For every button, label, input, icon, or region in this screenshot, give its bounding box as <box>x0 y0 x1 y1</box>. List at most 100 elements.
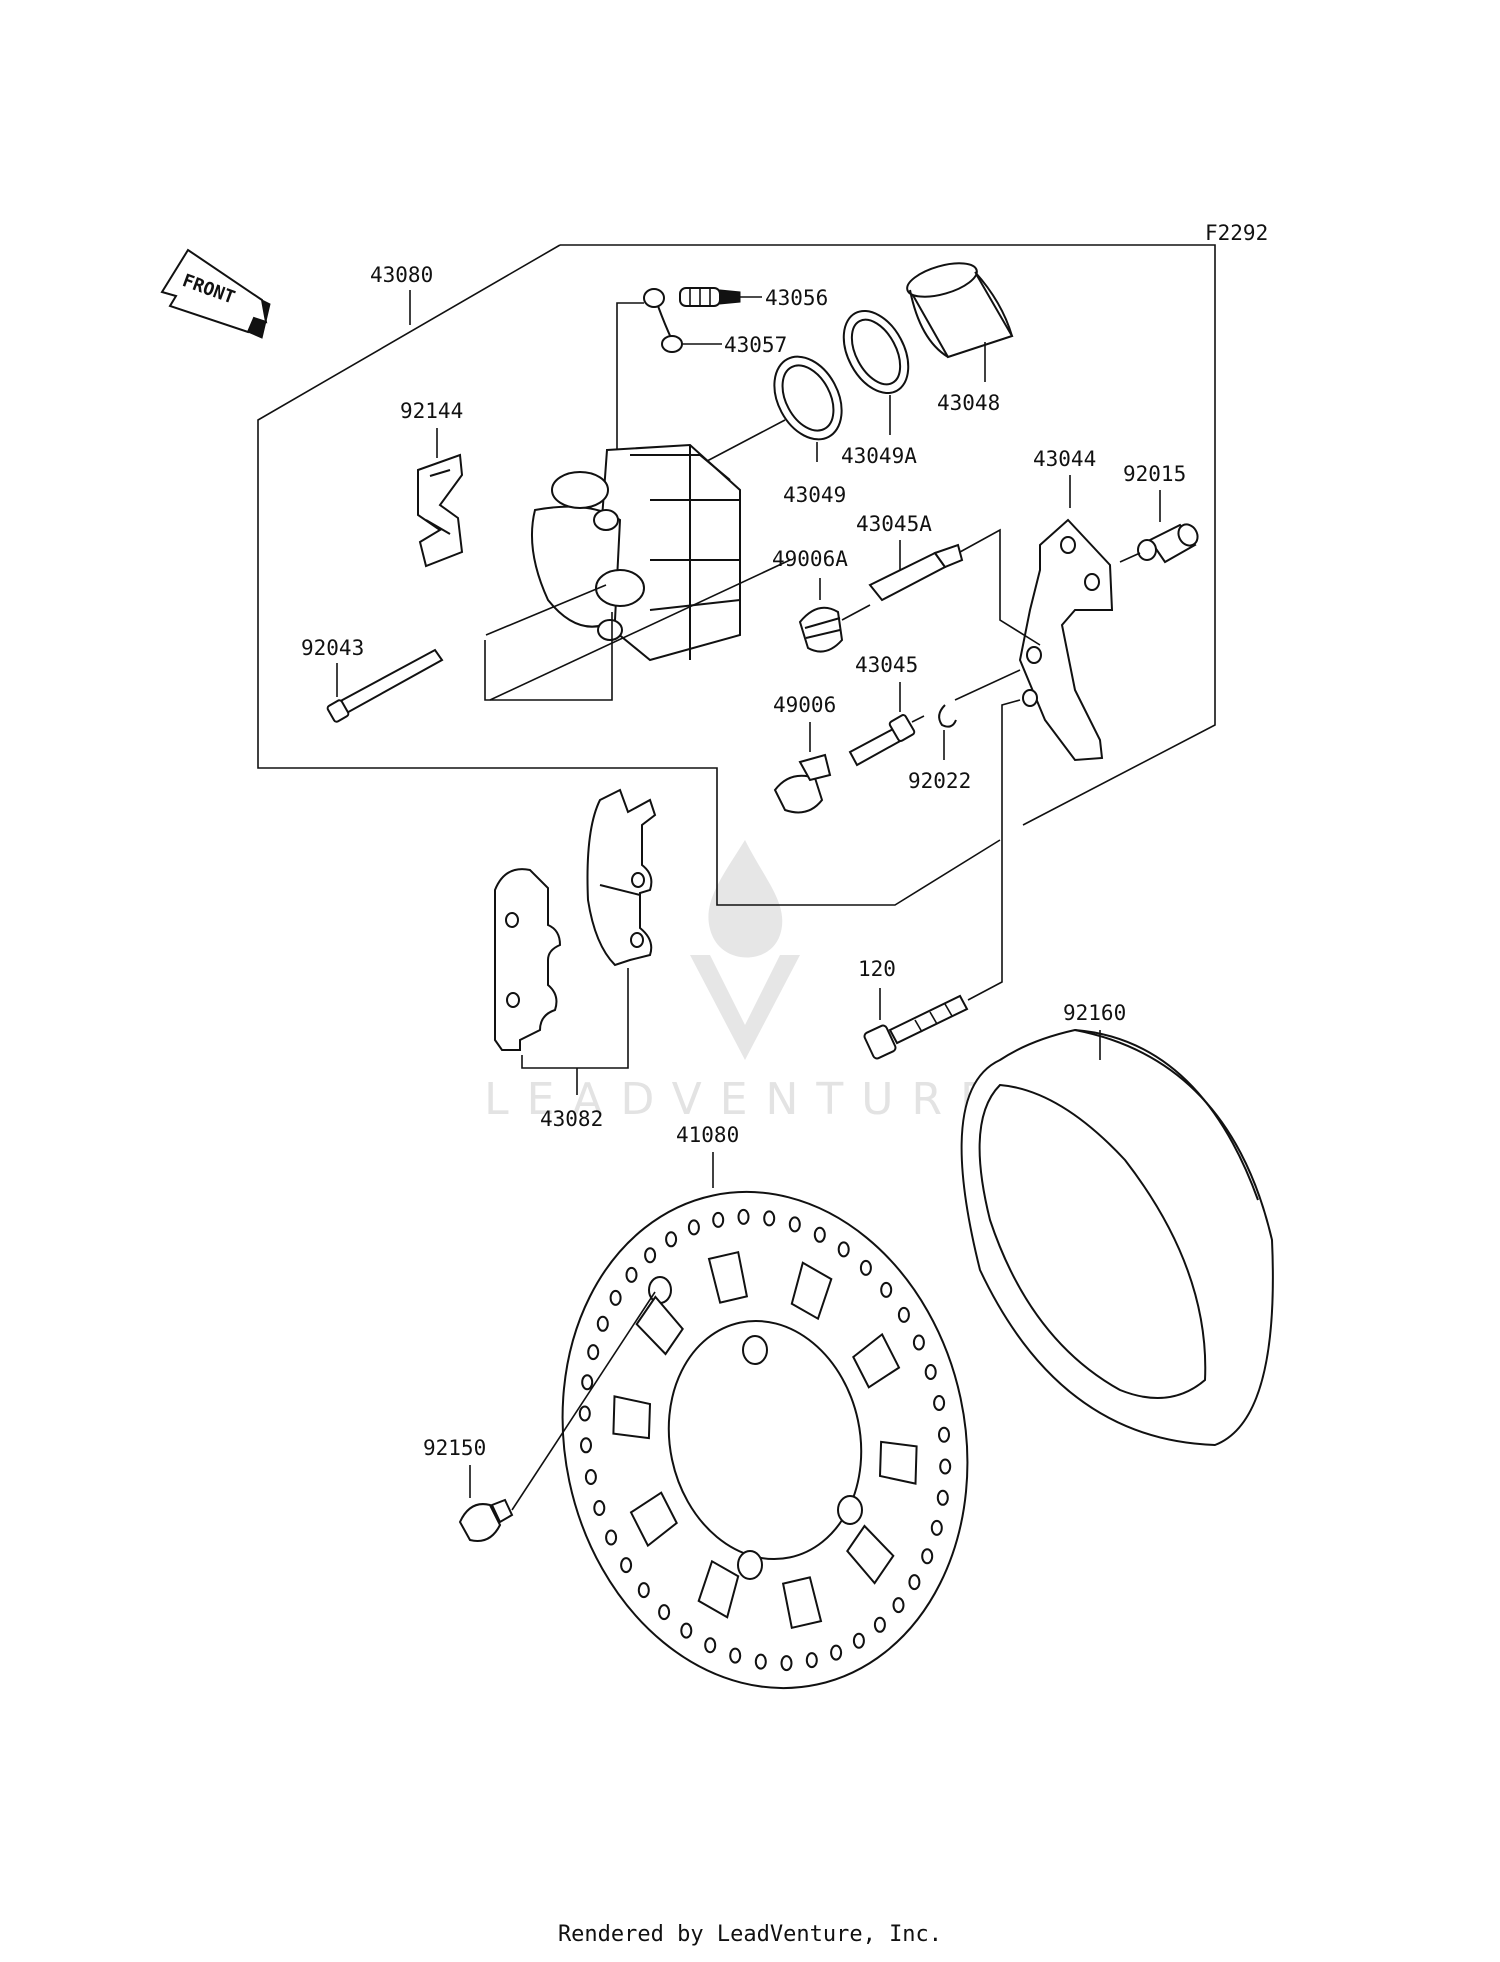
disc-window <box>790 1261 833 1321</box>
brake-disc-part <box>561 1190 969 1690</box>
disc-hole <box>788 1216 801 1233</box>
caliper-bracket-part <box>1018 518 1114 762</box>
disc-hole <box>587 1344 600 1361</box>
disc-hole <box>637 1582 650 1599</box>
disc-window <box>852 1332 901 1389</box>
figure-code: F2292 <box>1205 221 1268 245</box>
disc-hole <box>580 1437 592 1454</box>
disc-hole <box>658 1604 671 1621</box>
disc-hole <box>908 1574 921 1591</box>
part-label-43045: 43045 <box>855 653 918 677</box>
disc-hole <box>813 1226 826 1243</box>
disc-hole <box>754 1653 767 1670</box>
boot-a-part <box>798 606 844 653</box>
disc-window <box>878 1440 918 1485</box>
watermark-logo: LEADVENTURE <box>484 840 1006 1125</box>
disc-hole <box>938 1426 950 1443</box>
disc-hole <box>912 1334 925 1351</box>
disc-hole <box>665 1231 678 1248</box>
disc-hole <box>581 1374 594 1391</box>
disc-hole <box>924 1364 937 1380</box>
slide-pin-part <box>848 714 916 767</box>
disc-hole <box>578 1405 591 1422</box>
disc-hole <box>625 1266 638 1283</box>
disc-hole <box>609 1289 622 1306</box>
disc-window <box>635 1295 684 1356</box>
disc-hole <box>921 1548 934 1565</box>
part-label-92022: 92022 <box>908 769 971 793</box>
part-label-92144: 92144 <box>400 399 463 423</box>
circlip-part <box>938 704 957 728</box>
bleeder-cap-part <box>643 288 683 353</box>
part-label-43049: 43049 <box>783 483 846 507</box>
disc-hole <box>880 1281 893 1298</box>
part-label-43048: 43048 <box>937 391 1000 415</box>
render-credit: Rendered by LeadVenture, Inc. <box>557 1922 943 1947</box>
disc-hole <box>830 1644 843 1661</box>
disc-hole <box>837 1241 850 1258</box>
mounting-bolt-part <box>863 994 969 1060</box>
piston-part <box>906 262 1014 359</box>
pad-pin-part <box>326 648 444 723</box>
part-label-43080: 43080 <box>370 263 433 287</box>
disc-window <box>629 1491 678 1548</box>
caliper-assembly-outline-lower <box>257 244 1001 906</box>
slide-pin-a-part <box>868 543 964 602</box>
disc-hole <box>873 1616 886 1633</box>
brake-pad-right-part <box>586 788 657 967</box>
disc-window <box>846 1524 895 1585</box>
part-label-92150: 92150 <box>423 1436 486 1460</box>
disc-hole <box>712 1211 725 1228</box>
pad-spring-part <box>417 453 464 568</box>
boot-part <box>773 753 832 814</box>
part-label-120: 120 <box>858 957 896 981</box>
part-label-43044: 43044 <box>1033 447 1096 471</box>
part-label-92160: 92160 <box>1063 1001 1126 1025</box>
disc-hole <box>930 1519 943 1536</box>
disc-hole <box>644 1247 657 1264</box>
part-label-41080: 41080 <box>676 1123 739 1147</box>
disc-hole <box>729 1647 742 1664</box>
front-arrow-icon: FRONT <box>160 248 271 339</box>
disc-hole <box>704 1637 717 1654</box>
disc-window <box>707 1250 749 1304</box>
disc-hole <box>680 1622 693 1639</box>
caliper-body-part <box>530 443 741 662</box>
brake-pad-left-part <box>494 868 562 1051</box>
disc-hole <box>620 1557 633 1574</box>
disc-hole <box>936 1489 949 1506</box>
bleeder-valve-part <box>679 287 741 307</box>
part-label-43049A: 43049A <box>841 444 917 468</box>
disc-window <box>612 1395 652 1440</box>
disc-hole <box>859 1259 872 1276</box>
part-label-92015: 92015 <box>1123 462 1186 486</box>
caliper-assembly-outline <box>560 244 1216 826</box>
part-label-43057: 43057 <box>724 333 787 357</box>
part-label-49006A: 49006A <box>772 547 848 571</box>
dust-seal-part <box>842 309 910 395</box>
disc-window <box>697 1559 740 1619</box>
disc-hole <box>892 1597 905 1614</box>
disc-hole <box>596 1315 609 1332</box>
disc-hole <box>852 1632 865 1649</box>
disc-hole <box>737 1208 750 1225</box>
disc-hole <box>593 1500 606 1516</box>
disc-cover-part <box>960 1028 1274 1447</box>
disc-hole <box>939 1458 952 1475</box>
disc-hole <box>687 1219 700 1236</box>
part-label-92043: 92043 <box>301 636 364 660</box>
disc-bolt-part <box>458 1498 514 1542</box>
disc-hole <box>584 1469 597 1485</box>
bushing-part <box>1137 523 1199 564</box>
part-label-49006: 49006 <box>773 693 836 717</box>
watermark-text: LEADVENTURE <box>484 1074 1006 1125</box>
disc-hole <box>763 1210 776 1227</box>
disc-hole <box>605 1529 618 1546</box>
disc-hole <box>933 1395 946 1411</box>
disc-hole <box>897 1306 910 1323</box>
disc-window <box>781 1576 823 1630</box>
piston-seal-part <box>773 355 843 441</box>
disc-hole <box>780 1655 793 1672</box>
part-label-43056: 43056 <box>765 286 828 310</box>
